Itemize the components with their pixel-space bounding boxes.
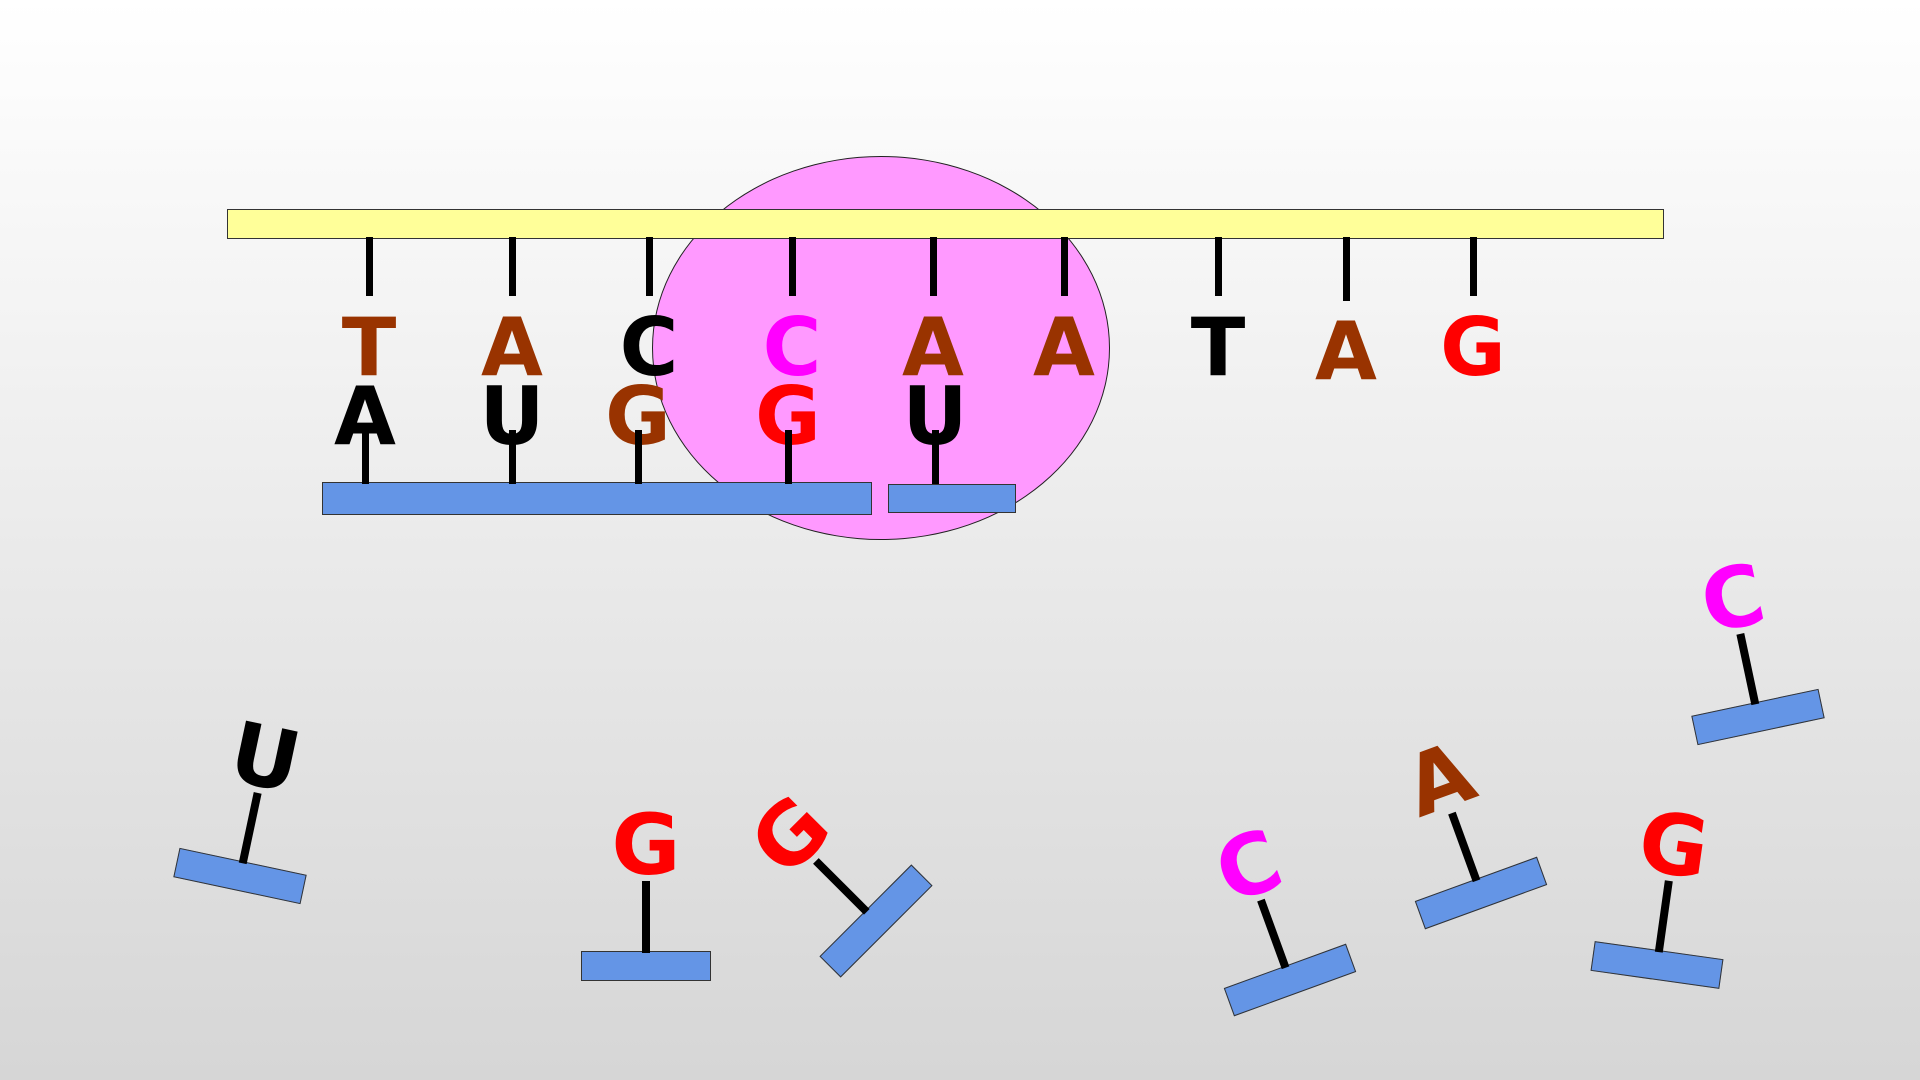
anticodon-stick: [931, 430, 939, 484]
trna-base-letter: C: [1202, 809, 1295, 923]
base-stick: [1342, 237, 1350, 301]
free-trna: U: [169, 701, 338, 924]
base-stick: [645, 237, 653, 296]
template-base-letter: G: [1440, 301, 1506, 394]
base-stick: [1214, 237, 1222, 296]
base-stick: [788, 237, 796, 296]
template-base-letter: C: [762, 301, 822, 394]
trna-bar: [1414, 856, 1548, 930]
trna-base-letter: A: [1392, 722, 1487, 837]
base-stick: [1060, 237, 1068, 296]
trna-bar: [581, 951, 711, 981]
mrna-strand: [227, 209, 1664, 239]
template-base-letter: A: [902, 301, 964, 394]
trna-base-letter: G: [611, 796, 681, 894]
template-base-letter: A: [1033, 301, 1095, 394]
base-stick: [1469, 237, 1477, 296]
base-stick: [508, 237, 516, 296]
trna-base-letter: G: [1632, 791, 1715, 899]
anticodon-stick: [634, 430, 642, 484]
base-stick: [929, 237, 937, 296]
free-trna: G: [1588, 792, 1745, 1009]
free-trna: C: [1172, 803, 1363, 1035]
anticodon-stick: [361, 430, 369, 484]
trna-base-letter: U: [221, 702, 309, 813]
trna-base-letter: C: [1692, 544, 1774, 653]
free-trna: G: [581, 796, 711, 1001]
anticodon-stick: [508, 430, 516, 484]
trna-bar: [1223, 943, 1357, 1017]
anticodon-stick: [784, 430, 792, 484]
template-base-letter: C: [619, 301, 679, 394]
free-trna: A: [1363, 716, 1554, 948]
free-trna: C: [1660, 542, 1829, 765]
template-base-letter: A: [1315, 305, 1377, 398]
template-base-letter: T: [1190, 301, 1246, 394]
peptide-chain-bar: [322, 482, 872, 515]
base-stick: [365, 237, 373, 296]
template-base-letter: T: [341, 301, 397, 394]
free-trna: G: [713, 758, 946, 991]
incoming-trna-bar: [888, 484, 1016, 513]
template-base-letter: A: [481, 301, 543, 394]
trna-stick: [642, 881, 650, 953]
